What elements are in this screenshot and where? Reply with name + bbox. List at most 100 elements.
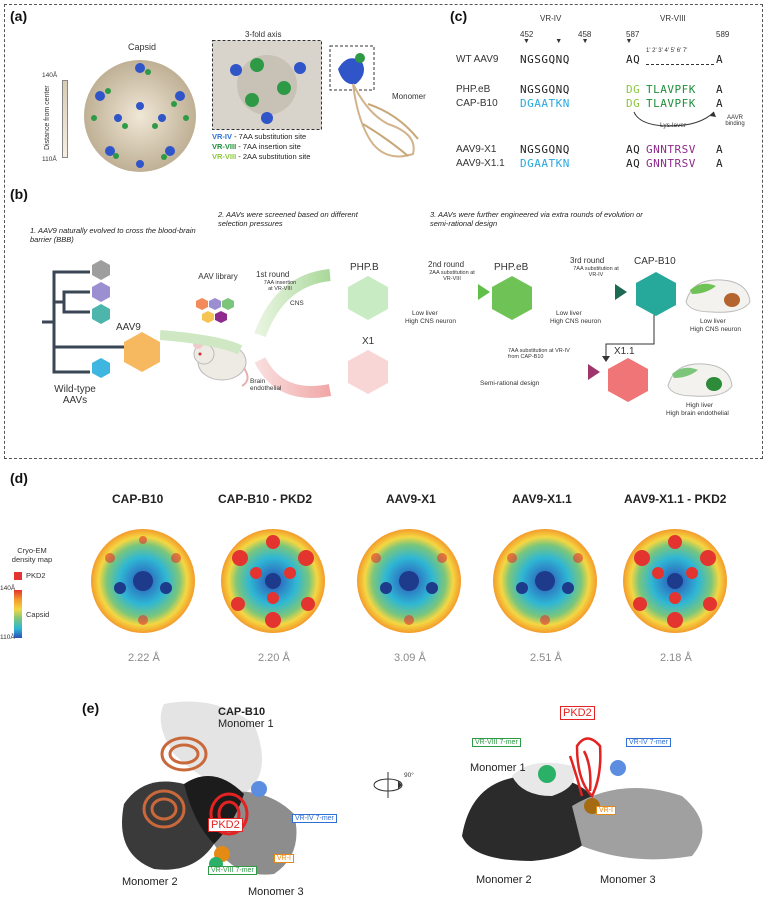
high-cns-c: High CNS neuron (690, 326, 741, 333)
cns-label: CNS (290, 300, 304, 307)
map-resolution: 3.09 Å (394, 652, 426, 664)
seq-vr4: NGSGQNQ (520, 143, 570, 156)
e-pkd2-label-right: PKD2 (560, 706, 595, 720)
seq-gap-line (646, 64, 714, 65)
library-hex-cluster (196, 298, 234, 323)
seq-vr8-a: DG (626, 97, 641, 110)
seq-row-name: AAV9-X1.1 (456, 158, 505, 169)
mouse-illustration (193, 339, 249, 387)
seq-vr8-c: A (716, 83, 724, 96)
cryo-legend-title: Cryo-EM density map (11, 546, 53, 564)
panel-a-legend: VR-IV - 7AA substitution site VR-VIII - … (212, 132, 310, 162)
low-liver-a: Low liver (412, 310, 438, 317)
tree-leaf-hex (92, 282, 110, 302)
seq-vr8-c: A (716, 157, 724, 170)
phpb-label: PHP.B (350, 262, 379, 273)
seq-vr8-b: GNNTRSV (646, 157, 696, 170)
low-liver-b: Low liver (556, 310, 582, 317)
panel-a-label: (a) (10, 8, 28, 24)
panel-d-label: (d) (10, 470, 28, 486)
seq-row-name: CAP-B10 (456, 98, 498, 109)
panel-b-label: (b) (10, 186, 28, 202)
density-map-aav9-x11 (493, 529, 597, 633)
aav9-label: AAV9 (116, 322, 141, 333)
capb10-trimer-left (122, 701, 297, 875)
legend-row: VR-IV - 7AA substitution site (212, 132, 310, 142)
pkd2-key-label: PKD2 (26, 571, 46, 580)
phylo-tree (42, 270, 124, 374)
legend-row: VR-VIII - 2AA substitution site (212, 152, 310, 162)
legend-text: - 7AA substitution site (232, 132, 307, 141)
step2-text: 2. AAVs were screened based on different… (218, 210, 358, 228)
seq-row-name: AAV9-X1 (456, 144, 497, 155)
colorbar-top: 140Å (0, 585, 16, 592)
map-title: AAV9-X1.1 - PKD2 (624, 492, 727, 506)
pos-arrows: ▼ ▼ ▼ ▼ (523, 38, 633, 45)
high-brain-label: High brain endothelial (666, 410, 729, 417)
e-monomer3-right: Monomer 3 (600, 874, 656, 886)
capb10-trimer-right (462, 737, 703, 861)
pos-587: 587 (626, 30, 640, 39)
panel-c-label: (c) (450, 8, 468, 24)
seq-vr8-a: DG (626, 83, 641, 96)
mouse-cns (685, 279, 751, 313)
monomer-image (329, 45, 419, 158)
e-monomer3: Monomer 3 (248, 886, 304, 898)
vr8-header: VR-VIII (660, 14, 686, 23)
legend-key: VR-VIII (212, 152, 237, 161)
pos-589: 589 (716, 30, 730, 39)
mouse-endo (667, 363, 733, 397)
seq-vr8-c: A (716, 97, 724, 110)
aavr-binding-label: AAVR binding (725, 115, 745, 127)
e-vr1-label: VR-I (274, 854, 294, 863)
map-title: AAV9-X1 (386, 492, 436, 506)
legend-key: VR-IV (212, 132, 233, 141)
seq-vr8-c: A (716, 143, 724, 156)
x1-label: X1 (362, 336, 375, 347)
map-title: CAP-B10 (112, 492, 164, 506)
wild-type-label: Wild-type AAVs (54, 384, 96, 406)
seq-vr4: DGAATKN (520, 157, 570, 170)
x11-label: X1.1 (614, 346, 635, 357)
tree-leaf-hex (92, 358, 110, 378)
phpeb-hex (492, 276, 532, 320)
seq-vr8-c: A (716, 53, 724, 66)
capsid-title: Capsid (128, 42, 157, 52)
map-resolution: 2.22 Å (128, 652, 160, 664)
map-title: AAV9-X1.1 (512, 492, 572, 506)
seq-vr8-a: AQ (626, 143, 641, 156)
step3-text: 3. AAVs were further engineered via extr… (430, 210, 643, 228)
legend-text: - 7AA insertion site (236, 142, 301, 151)
capb10-hex (636, 272, 676, 316)
sub-from-label: 7AA substitution at VR-IV from CAP-B10 (508, 348, 570, 360)
e-vr8-label-right: VR-VIII 7-mer (472, 738, 521, 747)
seq-vr8-a: AQ (626, 53, 641, 66)
map-resolution: 2.51 Å (530, 652, 562, 664)
capb10-label: CAP-B10 (634, 256, 676, 267)
distance-scale-bar (62, 80, 68, 158)
legend-text: - 2AA substitution site (236, 152, 311, 161)
seq-vr4: NGSGQNQ (520, 83, 570, 96)
seq-vr8-b: TLAVPFK (646, 97, 696, 110)
round3-sub: 7AA substitution at VR-IV (573, 266, 619, 278)
scale-caption: Distance from center (44, 85, 51, 150)
capsid-key-label: Capsid (26, 610, 50, 619)
top-panel-frame (4, 4, 763, 459)
high-cns-a: High CNS neuron (405, 318, 456, 325)
e-pkd2-label: PKD2 (208, 818, 243, 832)
phpb-hex (348, 276, 388, 320)
seq-row-name: WT AAV9 (456, 54, 499, 65)
round1-label: 1st round (256, 270, 290, 279)
density-map-aav9-x1 (357, 529, 461, 633)
rotation-label: 90° (404, 772, 414, 779)
density-map-aav9-x11-pkd2 (623, 529, 727, 633)
e-vr4-label-right: VR-IV 7-mer (626, 738, 671, 747)
three-fold-axis-image (212, 40, 322, 130)
axis-title: 3-fold axis (245, 30, 282, 39)
step1-text: 1. AAV9 naturally evolved to cross the b… (30, 226, 196, 244)
high-liver-label: High liver (686, 402, 714, 409)
panel-e-label: (e) (82, 700, 100, 716)
lys-lever-arrow (633, 111, 716, 127)
library-label: AAV library (198, 272, 238, 281)
legend-row: VR-VIII - 7AA insertion site (212, 142, 310, 152)
